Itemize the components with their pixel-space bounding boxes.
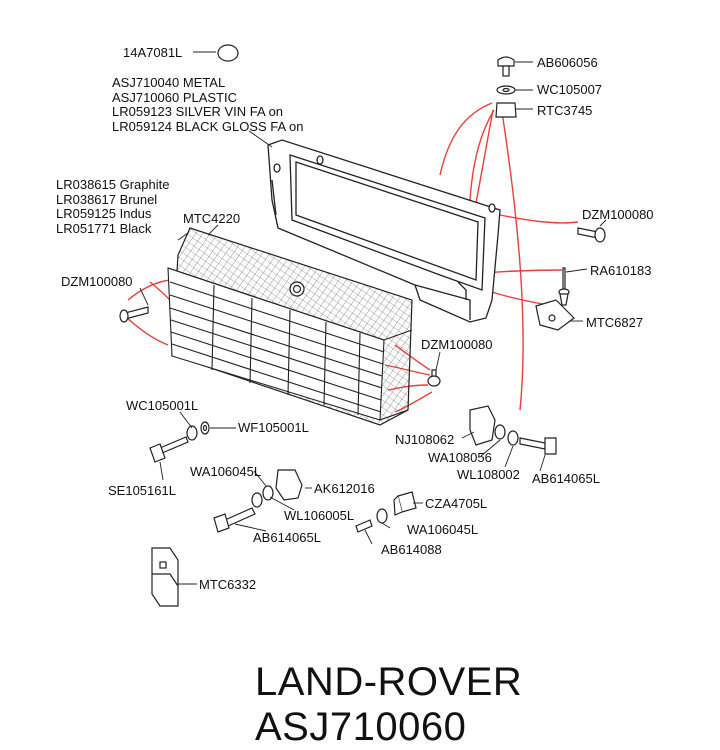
ab614065l-right-part xyxy=(519,437,546,450)
label-wf105001l: WF105001L xyxy=(238,420,309,435)
label-wc105007: WC105007 xyxy=(537,82,603,97)
rtc3745-part xyxy=(495,102,517,118)
label-wc105001l: WC105001L xyxy=(126,398,199,413)
grille-part-3: LR051771 Black xyxy=(56,220,152,236)
grille-part-list: LR038615 Graphite LR038617 Brunel LR0591… xyxy=(56,177,170,236)
label-wa106045l-left: WA106045L xyxy=(190,464,262,479)
frame-part-3: LR059124 BLACK GLOSS FA on xyxy=(112,118,304,134)
o-ring-part xyxy=(217,44,239,62)
label-wl108002: WL108002 xyxy=(457,467,520,482)
label-nj108062: NJ108062 xyxy=(395,432,455,447)
mtc6827-part xyxy=(535,299,575,331)
label-ab606056: AB606056 xyxy=(537,55,598,70)
ab614065l-left-part xyxy=(224,507,256,527)
grille-frame xyxy=(267,139,501,323)
label-mtc4220: MTC4220 xyxy=(183,211,241,226)
frame-part-list: ASJ710040 METAL ASJ710060 PLASTIC LR0591… xyxy=(112,75,304,134)
label-mtc6332: MTC6332 xyxy=(199,577,257,592)
label-se105161l: SE105161L xyxy=(108,483,176,498)
ak612016-part xyxy=(275,469,303,501)
ra610183-part xyxy=(562,267,566,291)
label-ak612016: AK612016 xyxy=(314,481,375,496)
diagram-stage: 14A7081L ASJ710040 METAL ASJ710060 PLAST… xyxy=(56,44,654,749)
label-rtc3745: RTC3745 xyxy=(537,103,593,118)
label-dzm100080-left: DZM100080 xyxy=(61,274,133,289)
label-ab614065l-right: AB614065L xyxy=(532,471,600,486)
nj108062-part xyxy=(469,405,496,446)
label-cza4705l: CZA4705L xyxy=(425,496,488,511)
grille-part-2: LR059125 Indus xyxy=(56,206,152,221)
label-wa108056: WA108056 xyxy=(428,450,492,465)
label-dzm100080-mid: DZM100080 xyxy=(421,337,493,352)
wa106045l-left-part xyxy=(262,485,274,501)
label-dzm100080-right: DZM100080 xyxy=(582,207,654,222)
hardware-parts xyxy=(119,44,606,607)
frame-part-1: ASJ710060 PLASTIC xyxy=(112,89,238,105)
callout-lines xyxy=(139,51,607,585)
frame-part-0: ASJ710040 METAL xyxy=(112,75,226,90)
label-ab614088: AB614088 xyxy=(381,542,442,557)
label-ab614065l-left: AB614065L xyxy=(253,530,321,545)
grille-slats xyxy=(167,267,413,421)
wa108056-part xyxy=(494,424,506,440)
ab606056-part xyxy=(497,56,515,67)
frame-part-2: LR059123 SILVER VIN FA on xyxy=(112,104,284,119)
grille-part-1: LR038617 Brunel xyxy=(56,191,158,207)
label-ra610183: RA610183 xyxy=(590,263,652,278)
mtc6332-part xyxy=(151,547,179,607)
parts-diagram xyxy=(119,44,607,607)
ab614088-part xyxy=(355,519,373,533)
footer-title: LAND-ROVER ASJ710060 xyxy=(255,660,523,749)
wl108002-part xyxy=(507,430,519,446)
label-wa106045l-right: WA106045L xyxy=(407,522,479,537)
wc105001l-part xyxy=(186,425,198,441)
label-14a7081l: 14A7081L xyxy=(123,45,183,60)
label-mtc6827: MTC6827 xyxy=(586,315,644,330)
grille-part-0: LR038615 Graphite xyxy=(56,177,170,192)
wl106005l-part xyxy=(251,492,263,508)
label-wl106005l: WL106005L xyxy=(284,508,355,523)
se105161l-part xyxy=(159,436,189,454)
